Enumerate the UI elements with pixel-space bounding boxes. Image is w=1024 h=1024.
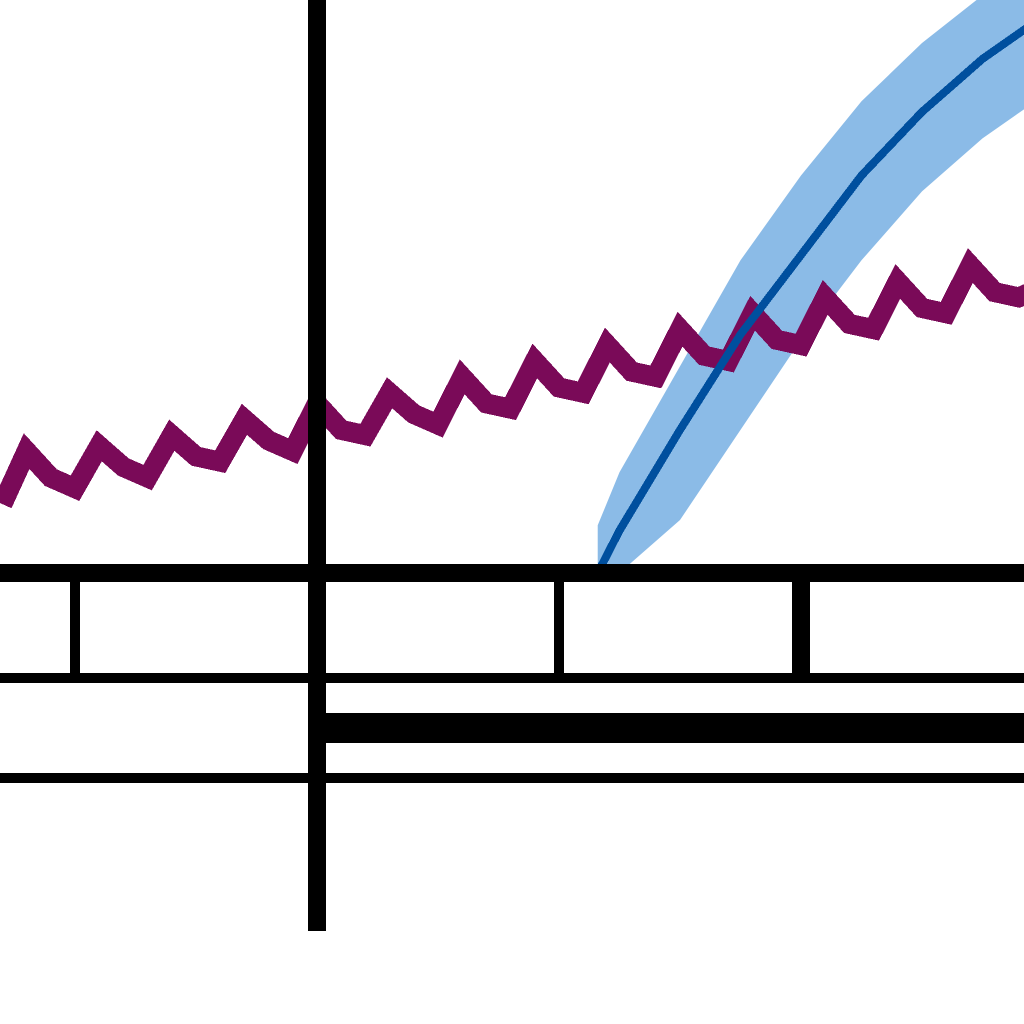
x-tick-0 [70, 573, 80, 673]
x-axis-line [0, 564, 1024, 582]
reference-period-bar [317, 713, 1024, 743]
confidence-band [597, 0, 1024, 573]
trend-line-purple [0, 248, 1024, 509]
trend-line-blue [594, 24, 1024, 573]
reference-vertical-line [308, 0, 326, 931]
x-tick-3 [792, 573, 810, 673]
x-tick-2 [554, 573, 564, 673]
lower-frame-line-1 [0, 673, 1024, 683]
lower-frame-line-2 [0, 773, 1024, 783]
x-tick-1 [312, 573, 322, 673]
